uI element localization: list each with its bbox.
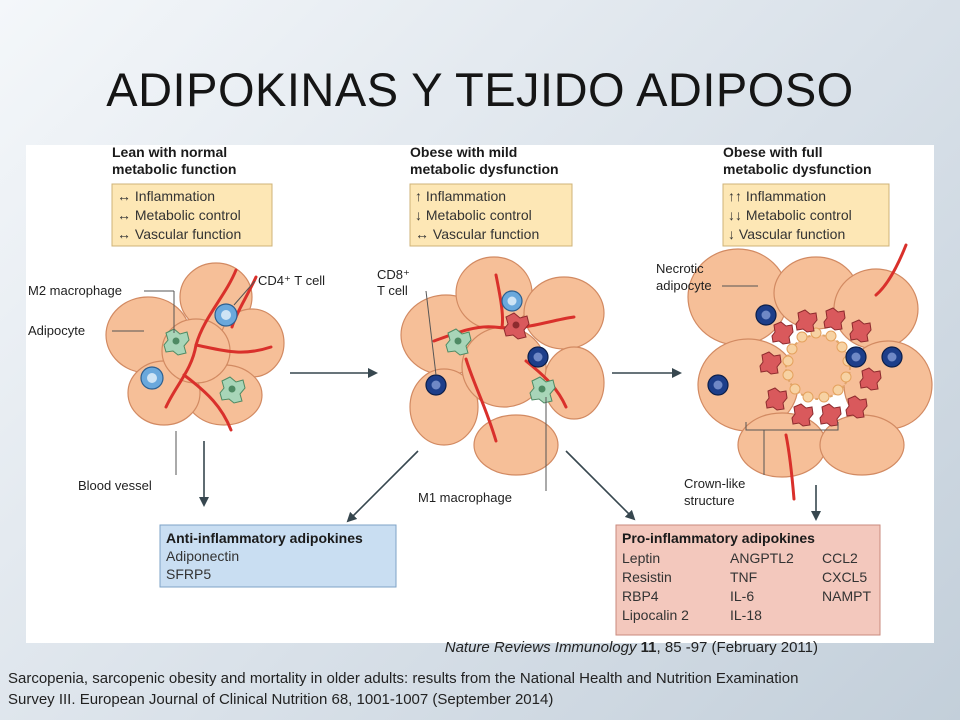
panel-full-heading-1: Obese with full <box>723 145 823 160</box>
label-necrotic-2: adipocyte <box>656 278 712 293</box>
pro-item: Lipocalin 2 <box>622 607 689 623</box>
leader-line <box>233 280 256 306</box>
m1-macrophage <box>823 307 846 331</box>
panel-full: Obese with full metabolic dysfunction ↑↑… <box>722 145 890 247</box>
anti-item: SFRP5 <box>166 566 211 582</box>
pro-inflammatory-box: Pro-inflammatory adipokines Leptin Resis… <box>615 524 881 636</box>
panel-lean-heading-1: Lean with normal <box>112 145 227 160</box>
label-m2-macrophage: M2 macrophage <box>28 283 122 298</box>
leader-line <box>425 290 437 376</box>
diag-arrow <box>346 450 419 523</box>
label-crown-2: structure <box>684 493 735 508</box>
mild-tissue-cluster <box>400 256 605 476</box>
pro-item: NAMPT <box>822 588 871 604</box>
panel-lean-heading-2: metabolic function <box>112 161 236 177</box>
full-blood-vessels <box>784 243 908 501</box>
pro-item: CXCL5 <box>822 569 867 585</box>
label-blood-vessel: Blood vessel <box>78 478 152 493</box>
pro-item: Resistin <box>622 569 672 585</box>
adipocyte <box>833 268 919 350</box>
panel-full-heading-2: metabolic dysfunction <box>723 161 872 177</box>
label-cd4-t-cell: CD4⁺ T cell <box>258 273 325 288</box>
status-item: ↑ Inflammation <box>415 188 506 204</box>
label-necrotic-1: Necrotic <box>656 261 704 276</box>
status-box-lean <box>111 183 273 247</box>
status-item: ↔ Inflammation <box>117 188 215 204</box>
adipocyte <box>473 414 559 476</box>
diag-arrow <box>565 450 636 521</box>
m1-macrophage <box>859 367 882 391</box>
m1-macrophage <box>791 403 814 427</box>
pro-item: RBP4 <box>622 588 659 604</box>
m1-macrophage <box>771 321 794 345</box>
status-box-mild <box>409 183 573 247</box>
adipocyte <box>523 276 605 350</box>
citation-rest: , 85 -97 (February 2011) <box>656 639 818 656</box>
status-item: ↔ Metabolic control <box>117 207 241 223</box>
adipose-figure: Lean with normal metabolic function ↔ In… <box>26 145 934 643</box>
slide-title: ADIPOKINAS Y TEJIDO ADIPOSO <box>106 63 854 116</box>
status-item: ↔ Vascular function <box>415 226 539 242</box>
label-crown-1: Crown-like <box>684 476 745 491</box>
anti-inflammatory-box: Anti-inflammatory adipokines Adiponectin… <box>159 524 397 588</box>
citation-line: Sarcopenia, sarcopenic obesity and morta… <box>8 670 799 687</box>
panel-mild: Obese with mild metabolic dysfunction ↑ … <box>409 145 573 247</box>
lean-immune-cells <box>140 303 246 404</box>
pro-item: IL-6 <box>730 588 754 604</box>
status-item: ↓↓ Metabolic control <box>728 207 852 223</box>
status-item: ↓ Metabolic control <box>415 207 532 223</box>
pro-item: Leptin <box>622 550 660 566</box>
crown-bracket <box>745 422 839 431</box>
status-item: ↑↑ Inflammation <box>728 188 826 204</box>
m1-macrophage <box>759 351 782 375</box>
m1-macrophage <box>765 387 788 411</box>
citation-nature: Nature Reviews Immunology 11, 85 -97 (Fe… <box>0 639 818 656</box>
anti-item: Adiponectin <box>166 548 239 564</box>
mild-immune-cells <box>425 290 556 404</box>
panel-mild-heading-2: metabolic dysfunction <box>410 161 559 177</box>
panel-mild-heading-1: Obese with mild <box>410 145 517 160</box>
citation-sarcopenia: Sarcopenia, sarcopenic obesity and morta… <box>8 668 948 710</box>
pro-title: Pro-inflammatory adipokines <box>622 530 815 546</box>
pro-item: ANGPTL2 <box>730 550 794 566</box>
label-adipocyte: Adipocyte <box>28 323 85 338</box>
label-cd8-1: CD8⁺ <box>377 267 410 282</box>
status-item: ↓ Vascular function <box>728 226 845 242</box>
citation-journal: Nature Reviews Immunology <box>444 639 637 656</box>
pro-item: CCL2 <box>822 550 858 566</box>
anti-title: Anti-inflammatory adipokines <box>166 530 363 546</box>
label-m1-macrophage: M1 macrophage <box>418 490 512 505</box>
m1-macrophage <box>845 395 868 419</box>
status-item: ↔ Vascular function <box>117 226 241 242</box>
status-box-full <box>722 183 890 247</box>
pro-item: TNF <box>730 569 757 585</box>
citation-volume: 11 <box>640 639 657 656</box>
panel-lean: Lean with normal metabolic function ↔ In… <box>111 145 273 247</box>
citation-line: Survey III. European Journal of Clinical… <box>8 691 554 708</box>
label-cd8-2: T cell <box>377 283 408 298</box>
adipocyte <box>737 412 827 478</box>
crown-like-structure <box>707 304 903 427</box>
m1-macrophage <box>795 309 818 333</box>
m1-macrophage <box>849 319 872 343</box>
pro-item: IL-18 <box>730 607 762 623</box>
